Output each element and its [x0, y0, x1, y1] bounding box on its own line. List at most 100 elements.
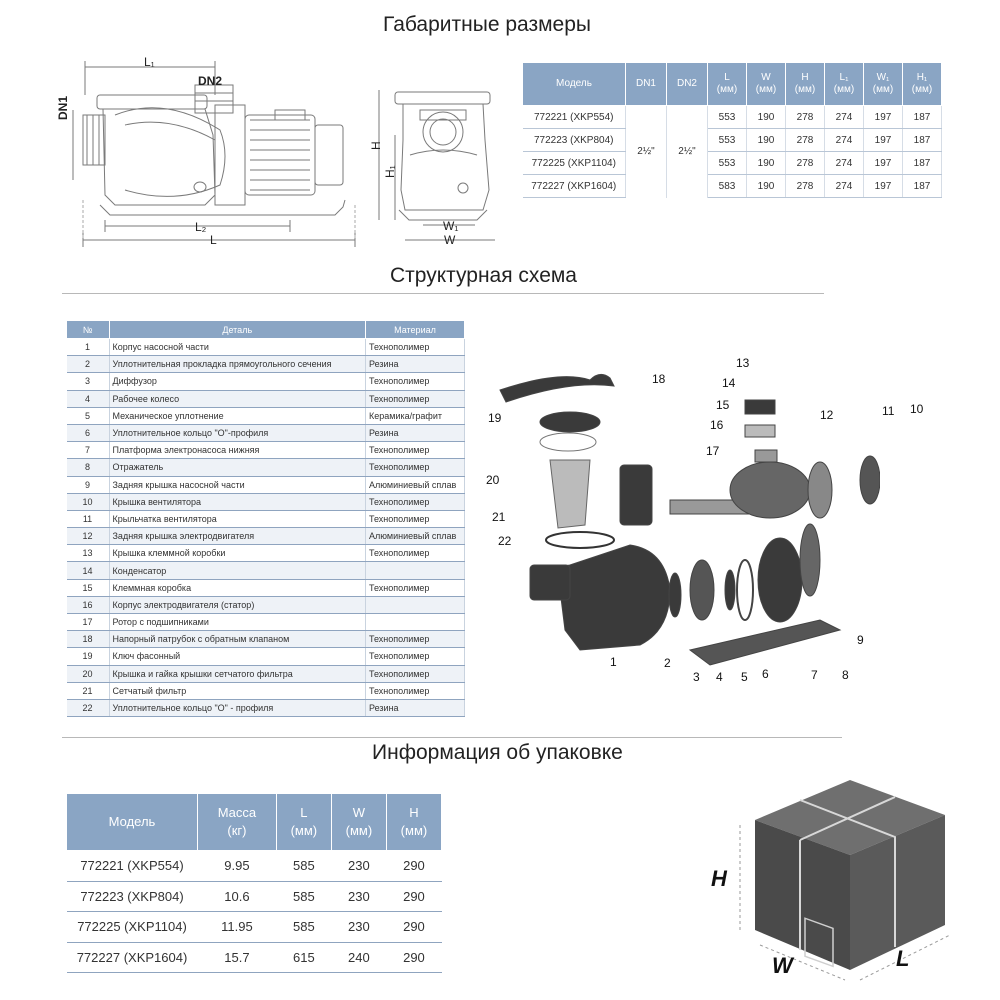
parts-cell-part: Ключ фасонный	[109, 647, 366, 666]
parts-cell-part: Диффузор	[109, 372, 366, 391]
parts-cell-part: Напорный патрубок с обратным клапаном	[109, 630, 366, 649]
dims-cell-w1: 197	[863, 128, 903, 152]
callout-5: 5	[741, 670, 748, 684]
parts-cell-part: Сетчатый фильтр	[109, 682, 366, 700]
callout-3: 3	[693, 670, 700, 684]
callout-10: 10	[910, 402, 924, 416]
dims-cell-h1: 187	[902, 174, 942, 198]
pack-header-mass: Масса (кг)	[197, 793, 277, 851]
parts-cell-part: Крыльчатка вентилятора	[109, 510, 366, 529]
parts-cell-material: Технополимер	[365, 338, 465, 357]
dims-header-w1: W₁ (мм)	[863, 62, 903, 106]
callout-18: 18	[652, 372, 666, 386]
parts-cell-number: 5	[66, 407, 110, 425]
callout-19: 19	[488, 411, 502, 425]
pack-header-h: H (мм)	[385, 793, 443, 851]
table-row: 772227 (XKP1604) 583 190 278 274 197 187	[522, 174, 942, 198]
callout-16: 16	[710, 418, 724, 432]
dim-label-l2: L₂	[195, 220, 207, 234]
dims-cell-l: 553	[707, 151, 747, 175]
parts-cell-material: Технополимер	[365, 510, 465, 529]
packaging-title: Информация об упаковке	[372, 741, 623, 764]
parts-cell-number: 10	[66, 493, 110, 511]
dims-cell-h1: 187	[902, 151, 942, 175]
parts-header-part: Деталь	[108, 320, 366, 339]
dims-header-l1: L₁ (мм)	[824, 62, 864, 106]
pack-cell-h: 290	[386, 942, 442, 973]
pack-cell-model: 772225 (XKP1104)	[66, 911, 198, 943]
pack-cell-model: 772227 (XKP1604)	[66, 942, 198, 973]
pack-cell-l: 615	[276, 942, 332, 973]
dims-cell-model: 772225 (XKP1104)	[522, 151, 626, 175]
dims-cell-w: 190	[746, 105, 786, 129]
parts-cell-number: 9	[66, 476, 110, 494]
callout-11: 11	[882, 404, 895, 418]
package-box-illustration	[739, 780, 951, 981]
pack-cell-w: 230	[331, 881, 387, 912]
callout-7: 7	[811, 668, 818, 682]
parts-cell-part: Рабочее колесо	[109, 390, 366, 408]
callout-6: 6	[762, 667, 769, 681]
parts-cell-part: Крышка клеммной коробки	[109, 544, 366, 563]
parts-cell-material: Резина	[365, 424, 465, 443]
parts-cell-number: 22	[66, 699, 110, 718]
parts-cell-number: 19	[66, 647, 110, 666]
dim-label-dn2: DN2	[198, 74, 223, 88]
pack-header-row: Модель Масса (кг) L (мм) W (мм) H (мм)	[66, 793, 443, 851]
parts-cell-material: Керамика/графит	[365, 407, 465, 425]
exploded-view-diagram	[499, 374, 880, 666]
pack-header-w: W (мм)	[330, 793, 387, 851]
parts-header-material: Материал	[365, 320, 465, 339]
dims-cell-w1: 197	[863, 174, 903, 198]
parts-cell-number: 7	[66, 441, 110, 460]
parts-cell-part: Механическое уплотнение	[109, 407, 366, 425]
dims-cell-l1: 274	[824, 174, 864, 198]
parts-cell-part: Платформа электронасоса нижняя	[109, 441, 366, 460]
parts-cell-material: Алюминиевый сплав	[365, 527, 465, 546]
parts-cell-material: Технополимер	[365, 630, 465, 649]
dim-label-h: H	[369, 141, 383, 150]
callout-20: 20	[486, 473, 500, 487]
pack-cell-mass: 11.95	[197, 911, 277, 943]
parts-cell-number: 12	[66, 527, 110, 546]
parts-cell-material: Технополимер	[365, 544, 465, 563]
parts-cell-material: Технополимер	[365, 458, 465, 477]
parts-cell-part: Отражатель	[109, 458, 366, 477]
dims-cell-w: 190	[746, 174, 786, 198]
dims-cell-h: 278	[785, 151, 825, 175]
parts-cell-material: Технополимер	[365, 493, 465, 511]
parts-cell-part: Уплотнительное кольцо "О" - профиля	[109, 699, 366, 718]
parts-cell-part: Конденсатор	[109, 561, 366, 580]
pump-side-view-drawing	[72, 61, 356, 247]
packaging-table: Модель Масса (кг) L (мм) W (мм) H (мм) 7…	[66, 793, 443, 973]
callout-9: 9	[857, 633, 864, 647]
parts-cell-material	[365, 596, 465, 615]
dims-header-dn2: DN2	[666, 62, 708, 106]
divider-bottom	[62, 737, 842, 738]
parts-cell-material	[365, 561, 465, 580]
parts-cell-part: Корпус электродвигателя (статор)	[109, 596, 366, 615]
parts-cell-material: Технополимер	[365, 647, 465, 666]
parts-cell-number: 8	[66, 458, 110, 477]
pack-cell-h: 290	[386, 911, 442, 943]
parts-cell-number: 1	[66, 338, 110, 357]
dims-header-h: H (мм)	[785, 62, 825, 106]
dims-cell-model: 772221 (XKP554)	[522, 105, 626, 129]
pack-cell-l: 585	[276, 850, 332, 882]
dims-cell-h: 278	[785, 128, 825, 152]
dims-cell-w1: 197	[863, 105, 903, 129]
dims-header-h1: H₁ (мм)	[902, 62, 942, 106]
parts-cell-part: Клеммная коробка	[109, 579, 366, 597]
